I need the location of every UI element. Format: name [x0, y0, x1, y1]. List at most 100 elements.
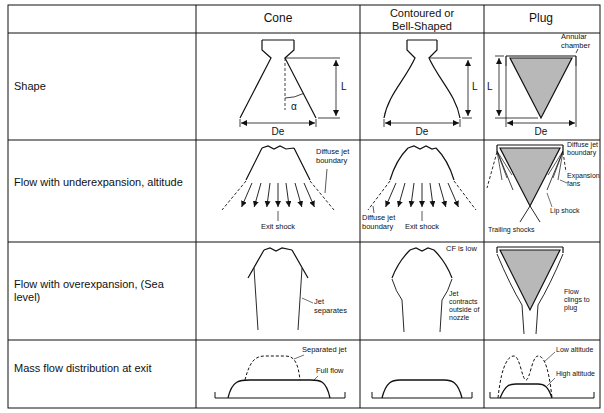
- dimension-lines: [286, 58, 340, 59]
- mass-flow-plots: [215, 392, 345, 398]
- dimension-lines: [318, 118, 340, 119]
- dimension-lines: [240, 56, 576, 127]
- plug-nozzle: [506, 56, 576, 66]
- dimension-lines: [468, 60, 469, 116]
- mass-flow-plots: [490, 392, 594, 398]
- bell-overexpansion: [392, 248, 452, 332]
- jet-arrows: [411, 183, 414, 207]
- cone-overexpansion: [248, 248, 313, 330]
- bell-underexpansion: [422, 211, 423, 221]
- bell-underexpansion: [390, 146, 454, 180]
- cone-nozzle: [240, 40, 316, 118]
- cone-underexpansion: [278, 211, 279, 221]
- callout-label: Flow clings to plug: [564, 288, 598, 312]
- column-header: Plug: [491, 12, 591, 26]
- cone-nozzle: [240, 40, 316, 118]
- table-grid: [196, 5, 197, 408]
- jet-arrows: [286, 183, 289, 207]
- plug-underexpansion: [487, 152, 566, 188]
- mass-flow-plots: [215, 352, 594, 398]
- column-header: Contoured or Bell-Shaped: [380, 7, 465, 32]
- dimension-lines: [430, 58, 472, 59]
- row-header: Flow with underexpansion, altitude: [14, 176, 184, 189]
- mass-flow-plots: [245, 356, 300, 380]
- jet-arrows: [267, 183, 270, 207]
- bell-underexpansion: [368, 181, 476, 210]
- jet-arrows: [386, 183, 396, 207]
- table-grid: [8, 33, 600, 34]
- mass-flow-plots: [498, 356, 552, 398]
- plug-underexpansion: [520, 206, 540, 222]
- mass-flow-plots: [314, 376, 318, 380]
- cone-nozzle: [285, 58, 286, 110]
- callout-label: Trailing shocks: [488, 226, 548, 234]
- row-header: Mass flow distribution at exit: [14, 362, 184, 375]
- jet-arrows: [439, 183, 446, 207]
- plug-underexpansion: [497, 151, 563, 190]
- dimension-label: De: [526, 126, 556, 138]
- callout-label: Lip shock: [550, 207, 595, 215]
- bell-nozzle: [384, 40, 460, 118]
- bell-nozzle: [384, 40, 460, 118]
- callout-label: Diffuse jet boundary: [316, 148, 358, 165]
- dimension-lines: [316, 119, 317, 127]
- callout-label: Separated jet: [302, 346, 358, 355]
- bell-overexpansion: [392, 248, 452, 278]
- cone-nozzle: [285, 94, 303, 99]
- jet-arrows: [254, 183, 261, 207]
- plug-underexpansion: [560, 180, 567, 183]
- cone-overexpansion: [254, 268, 302, 330]
- jet-arrows: [398, 183, 405, 207]
- callout-label: CF is low: [446, 245, 482, 254]
- dimension-lines: [384, 119, 385, 127]
- jet-arrows: [242, 183, 252, 207]
- mass-flow-plots: [294, 355, 304, 359]
- jet-arrows: [278, 183, 279, 207]
- dimension-lines: [495, 56, 504, 57]
- mass-flow-plots: [382, 380, 462, 398]
- cone-underexpansion: [246, 146, 310, 180]
- plug-overexpansion: [497, 247, 563, 334]
- table-grid: [8, 340, 600, 341]
- callout-label: Annular chamber: [561, 33, 599, 50]
- bell-underexpansion: [368, 146, 476, 221]
- callout-label: Diffuse jet boundary: [567, 141, 599, 157]
- dimension-lines: [240, 119, 241, 127]
- dimension-lines: [576, 66, 577, 127]
- jet-arrows: [422, 183, 423, 207]
- callout-label: Expansion fans: [567, 172, 599, 188]
- table-grid: [8, 5, 600, 408]
- plug-nozzle: [506, 49, 578, 118]
- callout-label: Jet contracts outside of nozzle: [449, 290, 483, 322]
- table-grid: [8, 242, 600, 243]
- angle-label: α: [291, 101, 303, 113]
- table-grid: [8, 140, 600, 141]
- mass-flow-plots: [228, 380, 330, 398]
- table-grid: [360, 5, 361, 408]
- plug-underexpansion: [497, 145, 563, 151]
- cone-underexpansion: [325, 169, 327, 193]
- dimension-lines: [499, 58, 500, 116]
- dimension-label: L: [487, 81, 497, 93]
- callout-label: Full flow: [316, 367, 356, 376]
- callout-label: Exit shock: [253, 223, 303, 232]
- bell-overexpansion: [392, 279, 452, 332]
- column-header: Cone: [218, 12, 338, 26]
- jet-arrows: [304, 183, 314, 207]
- dimension-lines: [336, 60, 337, 116]
- dimension-lines: [460, 119, 461, 127]
- jet-arrows: [242, 183, 459, 207]
- callout-label: High altitude: [556, 370, 598, 378]
- callout-label: Exit shock: [397, 223, 447, 232]
- mass-flow-plots: [547, 378, 555, 386]
- callout-label: Diffuse jet boundary: [362, 214, 402, 231]
- cone-underexpansion: [222, 181, 334, 210]
- dimension-label: L: [472, 81, 482, 93]
- cone-overexpansion: [302, 298, 313, 303]
- row-header: Flow with overexpansion, (Sea level): [14, 278, 184, 303]
- dimension-lines: [507, 123, 575, 124]
- plug-overexpansion: [497, 247, 563, 253]
- dimension-lines: [495, 118, 538, 119]
- plug-overexpansion: [497, 254, 563, 334]
- table-grid: [484, 5, 485, 408]
